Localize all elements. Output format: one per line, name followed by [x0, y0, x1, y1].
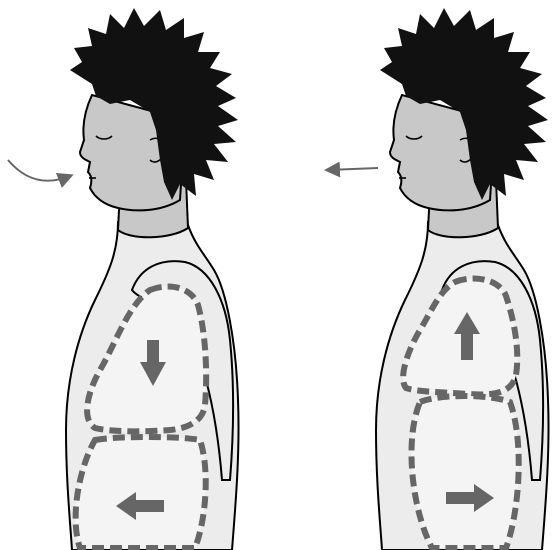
figure-exhale — [328, 8, 549, 550]
figure-inhale — [8, 8, 239, 550]
belly-outline — [411, 396, 518, 548]
belly-outline — [76, 437, 206, 548]
airflow-straight-arrow-icon — [328, 168, 378, 170]
airflow-curved-arrow-icon — [8, 160, 70, 181]
